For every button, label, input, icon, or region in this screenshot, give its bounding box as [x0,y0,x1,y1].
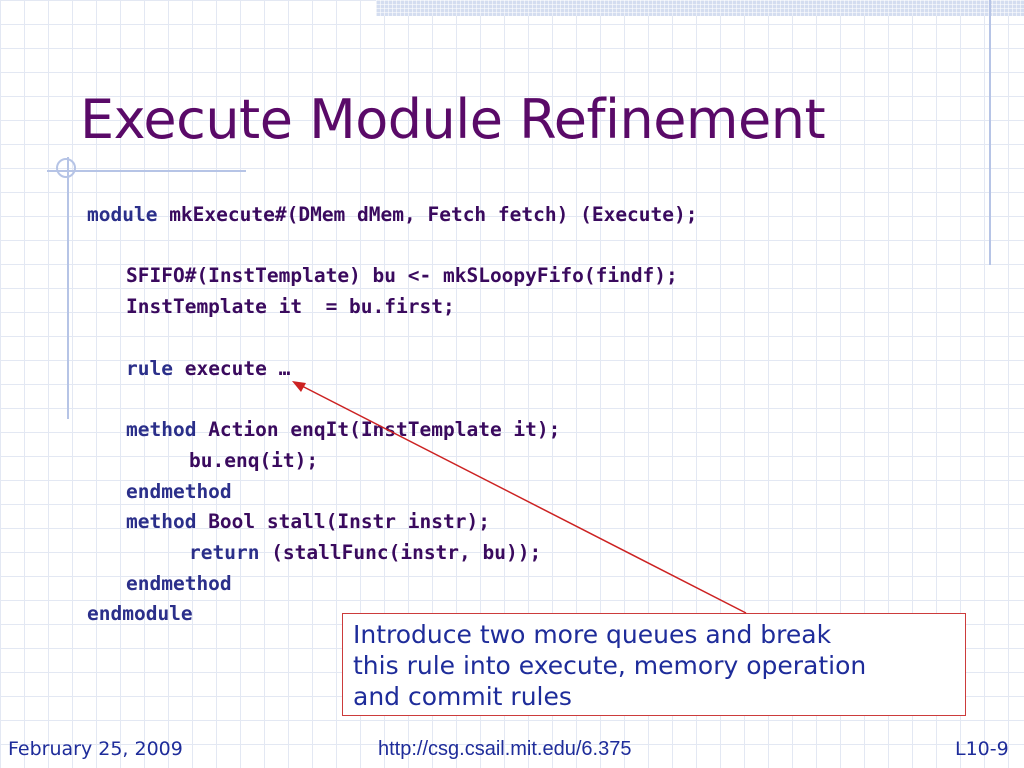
callout-arrow-head [292,381,306,392]
code-line: rule execute … [126,357,291,380]
code-line: return (stallFunc(instr, bu)); [189,541,542,564]
callout-text-line: this rule into execute, memory operation [353,651,867,680]
footer-page-number: L10-9 [955,738,1009,760]
crosshair-icon [56,158,76,178]
code-line: SFIFO#(InstTemplate) bu <- mkSLoopyFifo(… [126,264,678,287]
right-decorative-line [989,0,991,265]
slide-title: Execute Module Refinement [80,88,826,151]
callout-text-line: and commit rules [353,682,572,711]
title-underline [47,170,246,172]
footer-date: February 25, 2009 [8,738,183,760]
code-line: module mkExecute#(DMem dMem, Fetch fetch… [87,203,698,226]
code-line: endmethod [126,572,232,595]
top-decorative-band [376,0,1024,16]
code-line: method Bool stall(Instr instr); [126,510,490,533]
left-decorative-line [67,157,69,419]
callout-text-line: Introduce two more queues and break [353,620,832,649]
code-line: endmethod [126,480,232,503]
code-line: InstTemplate it = bu.first; [126,295,455,318]
code-line: method Action enqIt(InstTemplate it); [126,418,561,441]
code-line: endmodule [87,602,193,625]
callout-box: Introduce two more queues and break this… [342,613,966,716]
footer-url[interactable]: http://csg.csail.mit.edu/6.375 [378,738,632,760]
code-line: bu.enq(it); [189,449,319,472]
